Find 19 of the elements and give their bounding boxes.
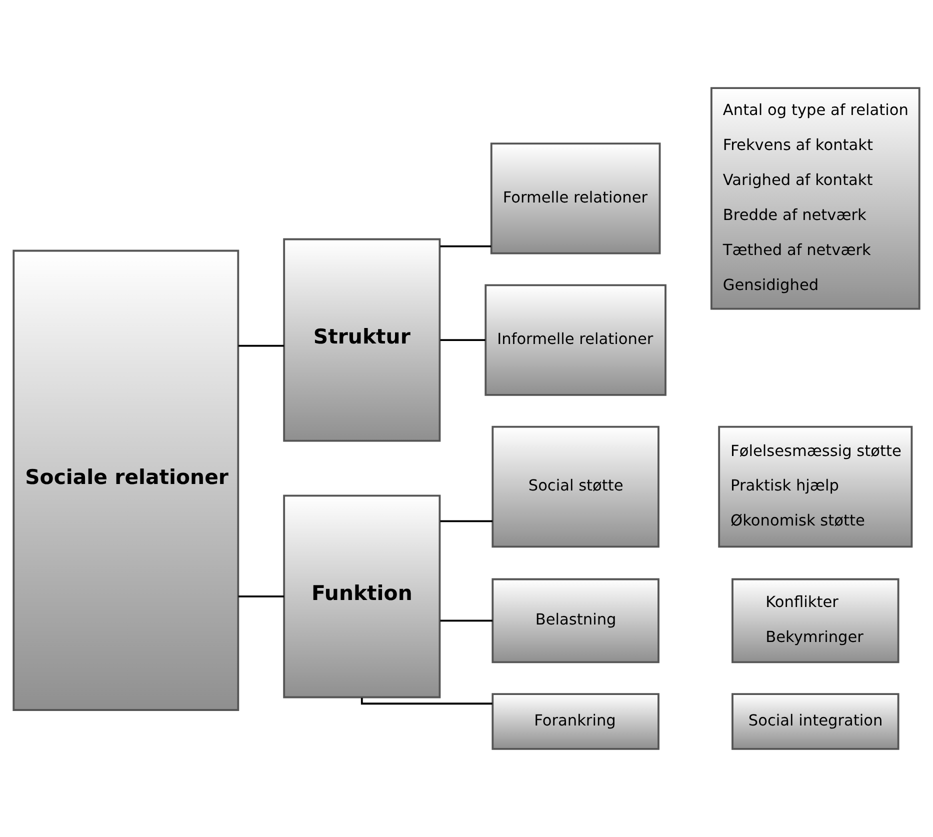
node-box: Formelle relationer (490, 142, 661, 254)
connector (440, 245, 492, 248)
node-box: Struktur (283, 238, 441, 442)
node-box: Belastning (492, 578, 660, 664)
node-box: Informelle relationer (484, 284, 666, 396)
node-box: Forankring (492, 693, 660, 750)
connector (238, 596, 284, 598)
node-box: Funktion (283, 494, 441, 698)
connector (360, 698, 492, 705)
node-box: Social støtte (492, 426, 660, 548)
node-box: Følelsesmæssig støtte Praktisk hjælp Økonomisk støtte (718, 426, 913, 548)
node-box: Sociale relationer (12, 250, 240, 711)
node-box: Konflikter Bekymringer (732, 578, 900, 664)
connector (440, 520, 493, 522)
connector (440, 339, 486, 341)
connector (238, 344, 284, 347)
node-box: Antal og type af relation Frekvens af kontakt Varighed af kontakt Bredde af netværk Tæthed af netværk Gensidighed (710, 87, 920, 310)
node-box: Social integration (732, 693, 900, 750)
connector (440, 620, 493, 622)
